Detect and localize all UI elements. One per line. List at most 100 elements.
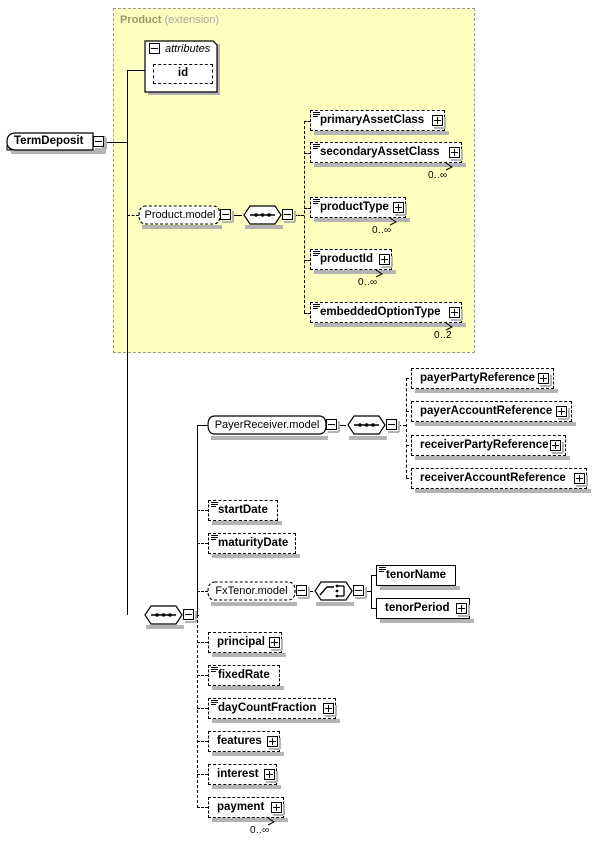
element-label: dayCountFraction — [218, 701, 317, 714]
main-sequence-collapse-toggle[interactable] — [183, 609, 197, 623]
product-model-shadow — [142, 225, 222, 229]
primaryAssetClass-expand-toggle[interactable] — [432, 115, 446, 129]
startDate-shadow — [212, 521, 282, 525]
connector-startDate — [197, 510, 208, 511]
fxtenor-choice-collapse-toggle[interactable] — [353, 585, 367, 599]
element-features[interactable]: features — [208, 731, 280, 752]
productType-shadow — [314, 218, 410, 222]
content-lines-icon — [211, 700, 218, 706]
embeddedOptionType-expand-toggle[interactable] — [449, 307, 463, 321]
element-startDate[interactable]: startDate — [208, 500, 278, 521]
payerPartyReference-shadow — [415, 389, 558, 393]
connector-payment — [197, 807, 208, 808]
main-sequence-shadow — [146, 625, 184, 629]
fixedRate-shadow — [212, 686, 284, 690]
payment-occurrence: 0..∞ — [250, 825, 270, 836]
payerPartyReference-expand-toggle[interactable] — [538, 373, 552, 387]
fxtenor-model-shadow — [211, 602, 297, 606]
connector-product-seq-out — [294, 215, 304, 216]
receiverPartyReference-shadow — [415, 456, 570, 460]
productType-occurrence: 0..∞ — [372, 225, 392, 236]
interest-expand-toggle[interactable] — [264, 769, 278, 783]
embeddedOptionType-occurrence: 0..2 — [434, 330, 452, 341]
connector-product-model — [127, 215, 139, 216]
element-receiverAccountReference[interactable]: receiverAccountReference — [411, 468, 587, 489]
element-secondaryAssetClass[interactable]: secondaryAssetClass — [310, 142, 462, 163]
element-receiverPartyReference[interactable]: receiverPartyReference — [411, 435, 566, 456]
term-deposit-collapse-toggle[interactable] — [93, 136, 107, 150]
attributes-collapse-toggle[interactable] — [149, 43, 160, 54]
principal-expand-toggle[interactable] — [269, 637, 283, 651]
element-label: primaryAssetClass — [320, 113, 425, 126]
element-tenorPeriod[interactable]: tenorPeriod — [376, 598, 470, 619]
productType-expand-toggle[interactable] — [393, 202, 407, 216]
element-label: secondaryAssetClass — [320, 145, 440, 158]
extension-title: Product (extension) — [120, 14, 219, 26]
element-maturityDate[interactable]: maturityDate — [208, 533, 296, 554]
product-model-node[interactable]: Product.model — [141, 205, 219, 225]
element-productId[interactable]: productId — [310, 249, 392, 270]
payerreceiver-model-collapse-toggle[interactable] — [326, 419, 340, 433]
receiverAccountReference-expand-toggle[interactable] — [574, 473, 588, 487]
tenorPeriod-expand-toggle[interactable] — [456, 603, 470, 617]
attribute-id-label: id — [177, 67, 189, 80]
element-label: maturityDate — [218, 536, 289, 549]
connector-main-children-trunk-solid — [197, 425, 198, 616]
element-productType[interactable]: productType — [310, 197, 406, 218]
attr-id-shadow — [156, 84, 216, 87]
connector-payerreceiver-model — [197, 425, 208, 426]
term-deposit-shadow — [11, 150, 106, 154]
dayCountFraction-expand-toggle[interactable] — [323, 703, 337, 717]
product-model-collapse-toggle[interactable] — [220, 209, 234, 223]
attribute-id[interactable]: id — [153, 64, 213, 84]
embeddedOptionType-shadow — [314, 323, 466, 327]
connector-main-children-trunk-dashed — [197, 615, 198, 808]
productId-expand-toggle[interactable] — [379, 254, 393, 268]
primaryAssetClass-shadow — [314, 131, 449, 135]
element-label: principal — [217, 635, 265, 648]
connector-secondaryAssetClass — [304, 153, 314, 154]
connector-primaryAssetClass — [304, 121, 314, 122]
dayCountFraction-shadow — [212, 719, 340, 723]
payerAccountReference-expand-toggle[interactable] — [556, 406, 570, 420]
element-payerAccountReference[interactable]: payerAccountReference — [411, 401, 572, 422]
connector-payerreceiver-seq-out — [398, 425, 406, 426]
content-lines-icon — [211, 667, 218, 673]
connector-fxtenor-model — [197, 591, 208, 592]
element-primaryAssetClass[interactable]: primaryAssetClass — [310, 110, 445, 131]
productId-occurrence: 0..∞ — [358, 277, 378, 288]
fxtenor-model-node[interactable]: FxTenor.model — [209, 581, 294, 601]
product-sequence-collapse-toggle[interactable] — [282, 209, 296, 223]
element-tenorName[interactable]: tenorName — [376, 565, 456, 586]
maturityDate-shadow — [212, 554, 300, 558]
element-payerPartyReference[interactable]: payerPartyReference — [411, 368, 554, 389]
payerAccountReference-shadow — [415, 422, 576, 426]
term-deposit-label: TermDeposit — [14, 134, 84, 147]
term-deposit-node[interactable]: TermDeposit — [8, 131, 94, 152]
fxtenor-model-collapse-toggle[interactable] — [296, 585, 310, 599]
features-expand-toggle[interactable] — [267, 736, 281, 750]
element-label: productType — [320, 200, 389, 213]
content-lines-icon — [211, 535, 218, 541]
connector-tenorPeriod — [371, 608, 376, 609]
element-fixedRate[interactable]: fixedRate — [208, 665, 280, 686]
content-lines-icon — [379, 567, 386, 573]
tenorPeriod-shadow — [380, 619, 474, 623]
connector-product-children-trunk — [304, 121, 305, 313]
secondaryAssetClass-expand-toggle[interactable] — [449, 147, 463, 161]
connector-payerPartyReference — [406, 378, 415, 379]
productId-shadow — [314, 270, 396, 274]
content-lines-icon — [313, 199, 320, 205]
connector-fxtenor-children-trunk — [371, 575, 372, 609]
element-label: receiverAccountReference — [420, 471, 566, 484]
payerreceiver-model-node[interactable]: PayerReceiver.model — [209, 415, 325, 435]
element-dayCountFraction[interactable]: dayCountFraction — [208, 698, 336, 719]
payment-expand-toggle[interactable] — [271, 802, 285, 816]
element-embeddedOptionType[interactable]: embeddedOptionType — [310, 302, 462, 323]
content-lines-icon — [313, 251, 320, 257]
principal-shadow — [212, 653, 286, 657]
element-label: features — [217, 734, 262, 747]
payerreceiver-sequence-collapse-toggle[interactable] — [386, 419, 400, 433]
fxtenor-model-label: FxTenor.model — [215, 585, 288, 597]
receiverPartyReference-expand-toggle[interactable] — [550, 440, 564, 454]
